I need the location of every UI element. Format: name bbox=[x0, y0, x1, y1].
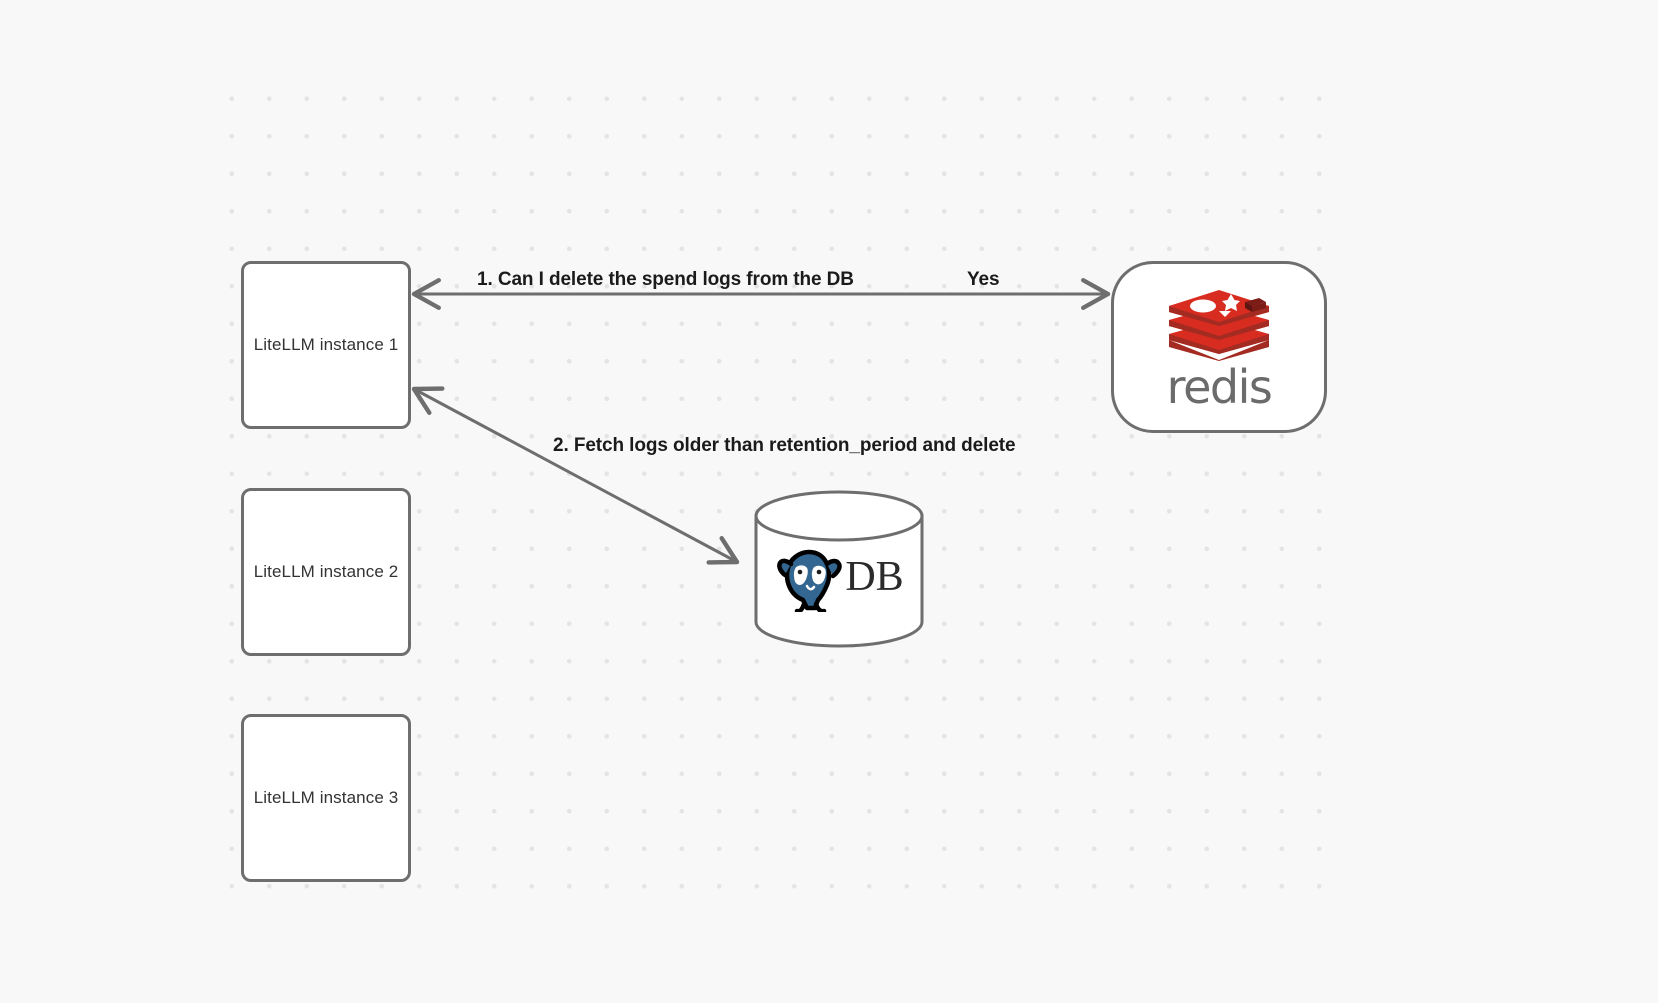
node-litellm-instance-2[interactable]: LiteLLM instance 2 bbox=[241, 488, 411, 656]
node-litellm-instance-3[interactable]: LiteLLM instance 3 bbox=[241, 714, 411, 882]
node-litellm-instance-3-label: LiteLLM instance 3 bbox=[253, 788, 399, 807]
redis-wordmark-label: redis bbox=[1166, 360, 1273, 414]
node-litellm-instance-1-label: LiteLLM instance 1 bbox=[253, 335, 399, 354]
cylinder-shape-icon bbox=[754, 490, 924, 648]
node-litellm-instance-1[interactable]: LiteLLM instance 1 bbox=[241, 261, 411, 429]
edge-label-step-1-reply: Yes bbox=[967, 269, 1000, 290]
edge-label-step-1: 1. Can I delete the spend logs from the … bbox=[477, 269, 854, 290]
edge-label-step-2: 2. Fetch logs older than retention_perio… bbox=[553, 435, 1016, 456]
postgresql-elephant-icon bbox=[777, 549, 843, 612]
redis-logo-icon bbox=[1169, 290, 1269, 361]
node-db[interactable]: DB bbox=[753, 490, 925, 648]
node-redis[interactable]: redis bbox=[1111, 261, 1327, 433]
edge-litellm1-db bbox=[411, 386, 740, 565]
node-litellm-instance-2-label: LiteLLM instance 2 bbox=[253, 562, 399, 581]
db-label: DB bbox=[845, 554, 904, 600]
